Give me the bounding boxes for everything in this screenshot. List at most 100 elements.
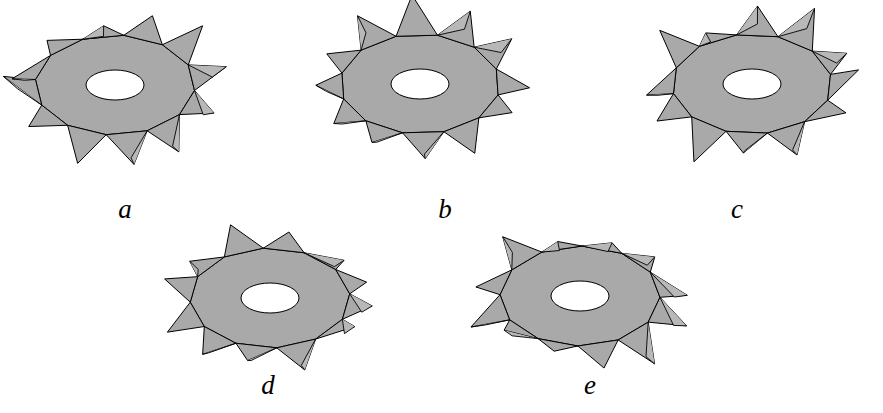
figure-label: d xyxy=(261,372,275,399)
figure-label: e xyxy=(584,372,596,399)
gear-tooth xyxy=(147,115,179,152)
tooth-fold xyxy=(474,39,512,53)
gear-tooth xyxy=(83,26,124,39)
gear-tooth xyxy=(503,237,542,270)
gear-tooth xyxy=(648,297,686,326)
tooth-fold xyxy=(503,237,513,270)
gear xyxy=(165,225,373,370)
tooth-fold xyxy=(793,122,805,155)
gear-tooth xyxy=(812,51,846,74)
gear-tooth xyxy=(692,117,726,162)
gear-tooth xyxy=(403,132,444,159)
gear-tooth xyxy=(805,100,846,121)
tooth-fold xyxy=(471,320,510,327)
tooth-fold xyxy=(699,33,710,46)
gear-tooth xyxy=(437,11,474,47)
gear-tooth xyxy=(124,16,163,45)
gear-tooth xyxy=(188,65,226,91)
tooth-fold xyxy=(3,76,41,105)
tooth-fold xyxy=(542,242,560,253)
center-hole xyxy=(723,69,781,99)
gear-tooth xyxy=(334,99,366,124)
tooth-fold xyxy=(437,11,470,35)
gear-tooth xyxy=(657,94,692,121)
center-hole xyxy=(551,281,609,311)
tooth-fold xyxy=(647,94,674,96)
tooth-fold xyxy=(304,253,344,267)
gear-tooth xyxy=(236,343,277,360)
gear-tooth xyxy=(542,242,582,253)
gear-tooth xyxy=(474,39,512,69)
center-hole xyxy=(391,69,449,99)
tooth-fold xyxy=(778,8,815,36)
gear-tooth xyxy=(699,33,736,46)
gear-tooth xyxy=(106,131,147,165)
tooth-fold xyxy=(650,272,687,297)
gear-tooth xyxy=(496,69,529,95)
figure-label: b xyxy=(438,196,452,223)
gear-tooth xyxy=(47,39,83,55)
gear-tooth xyxy=(618,322,654,364)
gear-tooth xyxy=(647,68,677,95)
gear-tooth xyxy=(203,327,236,355)
tooth-fold xyxy=(660,297,687,326)
gear-tooth xyxy=(582,243,622,254)
tooth-fold xyxy=(622,253,655,265)
gear-tooth xyxy=(316,73,344,99)
tooth-fold xyxy=(316,85,344,99)
gear-tooth xyxy=(358,16,397,50)
tooth-fold xyxy=(582,243,612,252)
tooth-fold xyxy=(248,348,277,361)
tooth-fold xyxy=(646,322,655,364)
tooth-fold xyxy=(812,51,846,63)
gear-tooth xyxy=(479,95,512,118)
gear xyxy=(3,16,226,165)
gear-tooth xyxy=(778,8,815,51)
tooth-fold xyxy=(334,121,366,124)
gear-tooth xyxy=(476,270,512,295)
gear-body xyxy=(673,35,830,133)
gear-body xyxy=(342,35,498,133)
gear-tooth xyxy=(471,295,510,327)
tooth-fold xyxy=(188,65,226,77)
gear-tooth xyxy=(538,339,578,352)
gear xyxy=(471,237,687,368)
gear-tooth xyxy=(504,320,538,339)
gear-tooth xyxy=(578,340,618,368)
tooth-fold xyxy=(83,26,104,39)
gear xyxy=(647,6,859,162)
tooth-fold xyxy=(195,90,215,114)
tooth-fold xyxy=(173,115,180,152)
figure-label: c xyxy=(731,196,743,223)
gear-tooth xyxy=(167,302,204,332)
tooth-fold xyxy=(131,131,147,165)
gear-tooth xyxy=(162,26,202,65)
gear-tooth xyxy=(12,55,51,79)
tooth-fold xyxy=(737,6,758,35)
gear-tooth xyxy=(165,277,198,302)
gear xyxy=(316,0,530,159)
tooth-fold xyxy=(504,330,538,338)
gear-tooth xyxy=(29,105,68,126)
tooth-fold xyxy=(358,16,366,50)
gear-tooth xyxy=(767,122,804,155)
gear-tooth xyxy=(396,0,437,36)
gear-tooth xyxy=(304,253,344,270)
tooth-fold xyxy=(350,294,373,312)
gear-tooth xyxy=(316,319,355,339)
tooth-fold xyxy=(342,319,354,333)
gear-tooth xyxy=(737,6,778,37)
gear-tooth xyxy=(68,125,107,163)
gear-tooth xyxy=(828,70,859,100)
gear-tooth xyxy=(277,339,316,370)
gear-tooth xyxy=(660,30,700,67)
figure-label: a xyxy=(118,196,132,223)
center-hole xyxy=(86,70,144,100)
center-hole xyxy=(241,283,299,313)
gear-tooth xyxy=(726,131,767,153)
tooth-fold xyxy=(424,132,443,159)
tooth-fold xyxy=(301,339,315,370)
gear-tooth xyxy=(327,50,361,73)
gear-tooth xyxy=(179,90,214,114)
